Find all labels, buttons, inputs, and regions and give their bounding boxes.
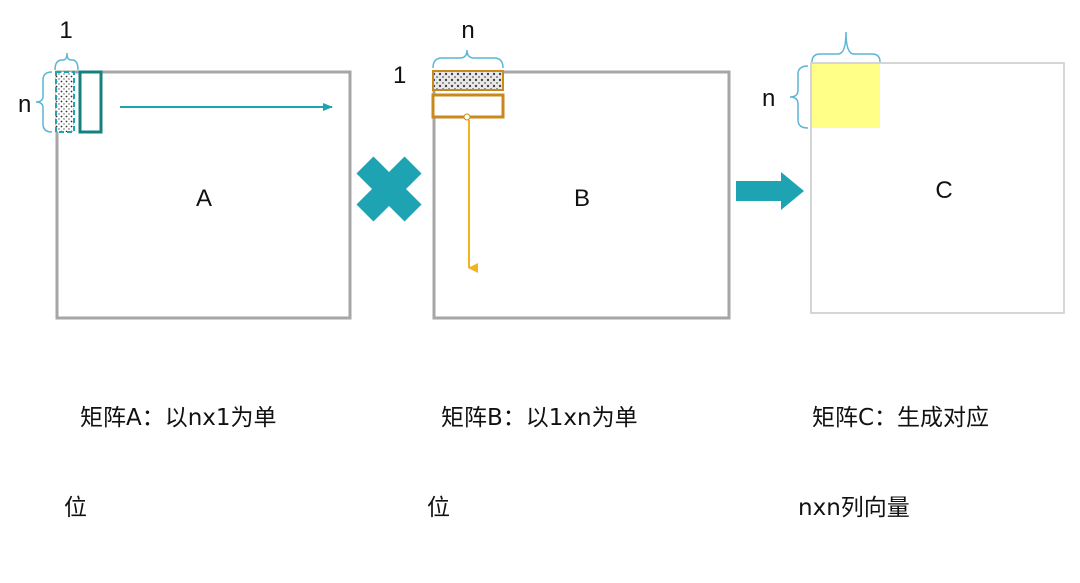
matrix-a-label: A	[196, 185, 212, 212]
matrix-a-left-brace	[35, 71, 53, 133]
matrix-b-label: B	[574, 185, 590, 212]
matrix-b-caption-line1: 矩阵B：以1xn为单	[441, 405, 638, 431]
matrix-c: n C	[762, 31, 1065, 314]
matrix-a-top-brace	[54, 52, 79, 71]
matrix-c-caption: 矩阵C：生成对应 nxn列向量	[798, 343, 990, 583]
matrix-a-row-count: n	[18, 91, 31, 118]
matrix-b-row-count: 1	[393, 62, 406, 89]
matrix-a-frame	[55, 70, 352, 320]
matrix-a-caption-line2: 位	[64, 495, 87, 521]
matrix-multiplication-diagram: 1 n A n 1 B	[18, 17, 1065, 521]
matrix-a-column-2	[78, 70, 103, 134]
matrix-a-col-count: 1	[59, 17, 72, 44]
matrix-c-block	[812, 64, 880, 128]
multiply-icon	[356, 156, 422, 222]
matrix-c-row-count: n	[762, 85, 775, 112]
matrix-b-row-1	[432, 70, 504, 91]
matrix-a-caption: 矩阵A：以nx1为单 位	[64, 343, 277, 583]
right-arrow-icon	[736, 172, 804, 210]
matrix-c-label: C	[935, 177, 952, 204]
matrix-c-caption-line2: nxn列向量	[798, 495, 910, 521]
matrix-c-caption-line1: 矩阵C：生成对应	[812, 405, 990, 431]
matrix-b-row-anchor	[463, 113, 471, 121]
matrix-c-top-brace	[811, 31, 881, 63]
matrix-b: n 1 B	[393, 17, 731, 320]
matrix-c-left-brace	[789, 65, 809, 129]
matrix-b-top-brace	[432, 49, 504, 69]
diagram-canvas: 1 n A n 1 B	[18, 17, 1065, 320]
matrix-a-column-1	[55, 71, 75, 133]
matrix-b-col-count: n	[461, 17, 474, 44]
matrix-b-caption: 矩阵B：以1xn为单 位	[427, 343, 638, 583]
matrix-b-caption-line2: 位	[427, 495, 450, 521]
matrix-a: 1 n A	[18, 17, 352, 320]
matrix-a-caption-line1: 矩阵A：以nx1为单	[80, 405, 277, 431]
